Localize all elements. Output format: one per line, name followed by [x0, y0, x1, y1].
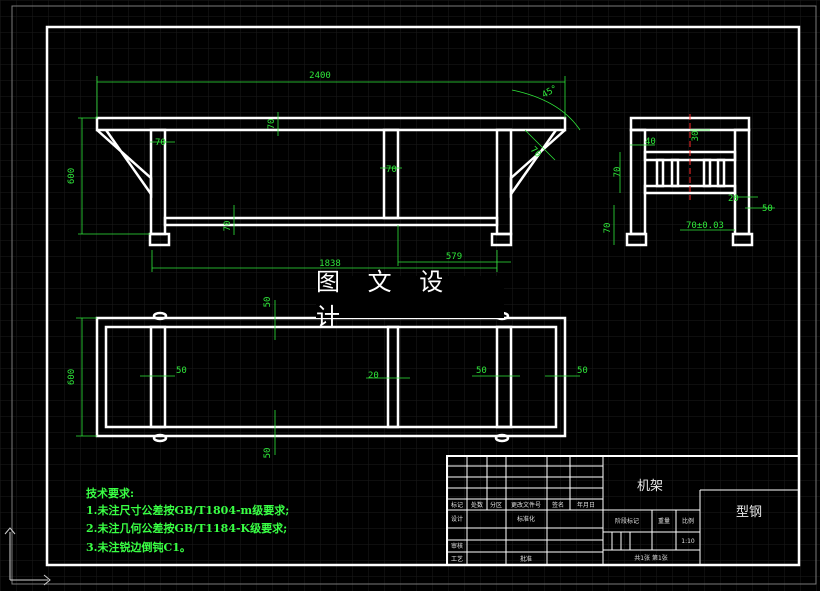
notes-title: 技术要求:	[86, 486, 134, 500]
notes-line-3: 3.未注锐边倒钝C1。	[86, 540, 191, 554]
tb-stage-mark: 阶段标记	[615, 517, 639, 525]
dim-plan-50c: 50	[577, 366, 588, 376]
dim-lower-rail: 70	[223, 221, 233, 232]
tb-count: 处数	[471, 501, 483, 509]
tb-mark: 标记	[451, 501, 463, 509]
dim-side-30: 30	[691, 131, 701, 142]
tb-change-doc: 更改文件号	[511, 501, 541, 509]
dim-plan-top: 50	[263, 297, 273, 308]
dim-plan-depth: 600	[67, 369, 77, 385]
tb-scale-value: 1:10	[681, 538, 695, 545]
tb-approve: 批准	[520, 555, 532, 563]
title-block	[446, 455, 800, 566]
dim-mid-post: 70	[386, 165, 397, 175]
tb-review: 审核	[451, 542, 463, 550]
dim-side-70b: 70	[603, 223, 613, 234]
tb-zone: 分区	[490, 501, 502, 509]
part-name: 机架	[637, 479, 663, 494]
dim-plan-20: 20	[368, 371, 379, 381]
dim-plan-50b: 50	[476, 366, 487, 376]
dim-end-span: 579	[446, 252, 462, 262]
plan-view	[95, 311, 567, 443]
dim-side-tol: 70±0.03	[686, 221, 724, 231]
tb-process: 工艺	[451, 555, 463, 563]
dim-side-50: 50	[762, 204, 773, 214]
ucs-icon	[4, 527, 51, 586]
material: 型钢	[736, 505, 762, 520]
tb-design: 设计	[451, 515, 463, 523]
plan-view-dims	[76, 300, 580, 455]
dim-plan-50a: 50	[176, 366, 187, 376]
dim-plan-bottom: 50	[263, 448, 273, 459]
drawing-border	[45, 25, 801, 567]
dim-top-rail: 70	[267, 119, 277, 130]
watermark-banner: 图 文 设 计	[316, 268, 504, 331]
notes-line-1: 1.未注尺寸公差按GB/T1804-m级要求;	[86, 503, 289, 517]
tb-sheets: 共1张 第1张	[634, 554, 668, 562]
dim-front-width: 2400	[309, 71, 331, 81]
dim-front-height: 600	[67, 168, 77, 184]
tb-date: 年月日	[577, 501, 595, 509]
dim-side-40: 40	[645, 137, 656, 147]
tb-weight: 重量	[658, 517, 670, 525]
dim-side-20: 20	[728, 194, 739, 204]
sheet-edge	[11, 5, 817, 585]
tb-scale: 比例	[682, 517, 694, 525]
notes-line-2: 2.未注几何公差按GB/T1184-K级要求;	[86, 521, 287, 535]
dim-side-70a: 70	[613, 167, 623, 178]
tb-standardize: 标准化	[517, 515, 535, 523]
tb-signature: 签名	[552, 501, 564, 509]
front-view	[95, 116, 567, 247]
dim-leg-width: 70	[155, 138, 166, 148]
dim-inner-span: 1838	[319, 259, 341, 269]
front-view-dims	[78, 76, 581, 272]
side-view-dims	[613, 129, 775, 245]
